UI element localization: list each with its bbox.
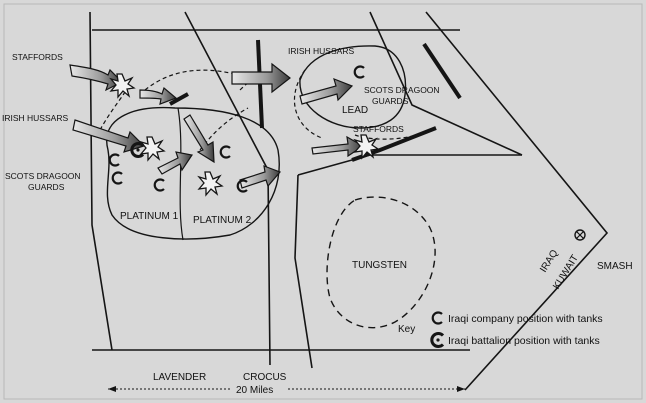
label-platinum-1: PLATINUM 1 (120, 211, 179, 222)
arrow-north-advance (231, 62, 291, 94)
arrow-irish-hussars-west (72, 119, 146, 153)
label-staffords-east: STAFFORDS (353, 124, 404, 134)
key-company-label: Iraqi company position with tanks (448, 313, 603, 325)
label-platinum-2: PLATINUM 2 (193, 215, 252, 226)
label-irish-hussars-north: IRISH HUSSARS (288, 46, 354, 56)
label-lavender: LAVENDER (153, 372, 206, 383)
label-scots-dragoon-west-2: GUARDS (28, 182, 65, 192)
blocking-bar-1 (169, 92, 189, 106)
north-east-boundary-line (369, 11, 523, 156)
crocus-phase-line (294, 174, 313, 369)
label-scots-dragoon-east-2: GUARDS (372, 96, 409, 106)
label-lead: LEAD (342, 105, 368, 116)
west-boundary-line (89, 11, 113, 351)
label-irish-hussars-west: IRISH HUSSARS (2, 113, 68, 123)
label-scots-dragoon-west-1: SCOTS DRAGOON (5, 171, 81, 181)
path-staffords-north (144, 69, 236, 91)
scale-label: 20 Miles (236, 385, 273, 396)
key-battalion-label: Iraqi battalion position with tanks (448, 335, 600, 347)
arrow-staffords-west (69, 64, 124, 92)
path-centre-east (199, 107, 249, 151)
objective-platinum-area (106, 106, 280, 240)
arrow-lead-attack (299, 78, 354, 105)
iraq-kuwait-border-line (425, 11, 609, 391)
map-frame (3, 3, 643, 400)
key-title: Key (398, 324, 415, 335)
label-staffords-west: STAFFORDS (12, 52, 63, 62)
arrow-platinum2-advance (239, 165, 282, 189)
path-scots-north (99, 91, 126, 131)
path-lead-loop (293, 69, 323, 139)
label-smash: SMASH (597, 261, 633, 272)
arrow-scots-advance (157, 151, 194, 175)
objective-tungsten-area (326, 196, 436, 329)
arrow-platinum-thrust (183, 114, 215, 164)
platinum-divider-line (177, 107, 184, 241)
map-key: Key Iraqi company position with tanks Ir… (398, 311, 603, 348)
thrust-arrows (69, 62, 365, 189)
blocking-bar-3 (422, 42, 462, 100)
objective-lead-area (299, 45, 407, 129)
label-tungsten: TUNGSTEN (352, 260, 407, 271)
path-staffords-east (354, 129, 431, 140)
arrow-staffords-advance (139, 86, 178, 105)
label-crocus: CROCUS (243, 372, 287, 383)
smash-marker (574, 229, 586, 241)
blocking-bar-4 (351, 126, 437, 162)
label-scots-dragoon-east-1: SCOTS DRAGOON (364, 85, 440, 95)
scale-bar: 20 Miles (108, 383, 465, 396)
